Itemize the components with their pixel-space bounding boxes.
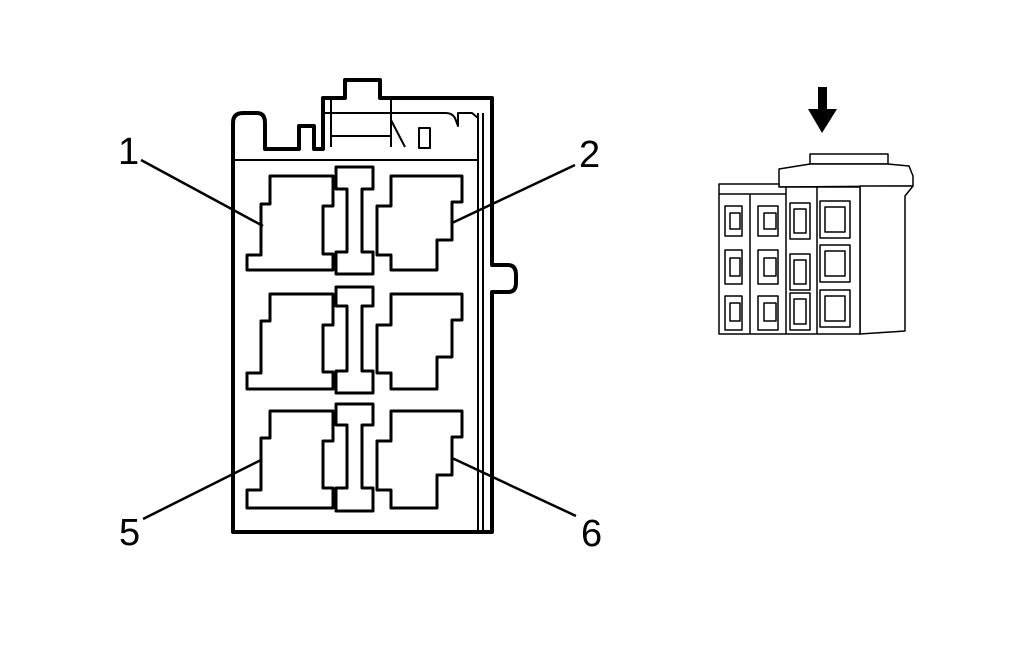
leader-line-2 <box>451 163 576 225</box>
callout-label-2: 2 <box>579 134 600 176</box>
callout-leaders <box>140 158 577 521</box>
arrow-down-icon <box>808 87 837 133</box>
callout-label-5: 5 <box>119 512 140 554</box>
iso-top-cap <box>809 153 889 165</box>
latch-small-tab <box>418 127 431 149</box>
housing-top-ledge <box>323 112 479 127</box>
pin-cavity-3 <box>245 292 335 391</box>
latch-tab <box>330 98 406 148</box>
leader-line-5 <box>142 458 262 521</box>
cavity-separator <box>334 285 375 395</box>
leader-line-6 <box>451 456 577 518</box>
iso-cavity <box>793 259 807 285</box>
iso-cavity <box>729 212 741 230</box>
pin-cavity-4 <box>375 292 464 391</box>
pin-cavity-2 <box>375 174 464 272</box>
connector-isometric-view <box>718 153 914 335</box>
pin-cavity-5 <box>245 409 335 510</box>
iso-cavity <box>793 208 807 234</box>
iso-cavity <box>824 295 846 322</box>
iso-cavity <box>824 206 846 233</box>
cavity-separator <box>334 402 375 513</box>
pin-cavity-6 <box>375 409 464 510</box>
iso-cavity <box>824 250 846 277</box>
iso-cavity <box>729 302 741 322</box>
leader-line-1 <box>140 158 264 228</box>
iso-top-ledge <box>778 163 914 188</box>
iso-cavity <box>763 257 777 277</box>
pin-cavity-1 <box>245 174 335 272</box>
iso-cavity <box>763 302 777 322</box>
iso-cavity <box>793 298 807 325</box>
iso-side-body <box>859 185 914 335</box>
callout-label-1: 1 <box>118 131 139 173</box>
connector-face-view <box>231 78 518 534</box>
callout-label-6: 6 <box>581 513 602 555</box>
cavity-separator <box>334 165 375 276</box>
iso-cavity <box>729 257 741 277</box>
iso-cavity <box>763 212 777 230</box>
